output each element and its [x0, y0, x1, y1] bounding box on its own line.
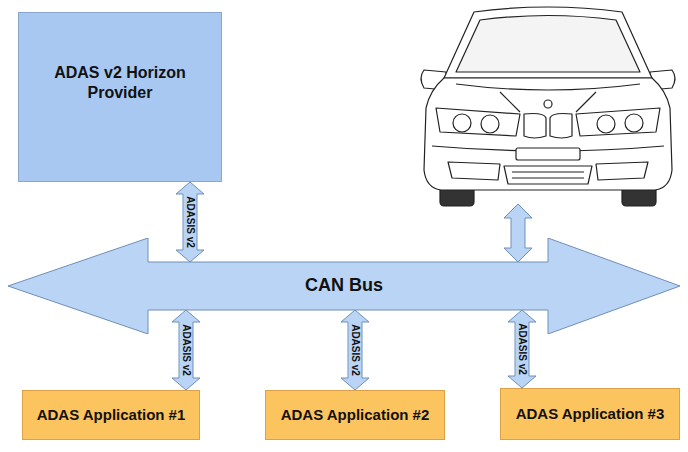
application-box: ADAS Application #3	[500, 388, 680, 440]
box-label: ADAS Application #3	[516, 405, 665, 423]
application-box: ADAS Application #1	[22, 390, 200, 440]
protocol-label: ADASIS v2	[180, 322, 192, 378]
bus-label: CAN Bus	[305, 275, 383, 297]
protocol-label: ADASIS v2	[184, 194, 196, 250]
provider-box: ADAS v2 Horizon Provider	[18, 12, 222, 182]
link-arrow	[176, 182, 204, 262]
link-arrow	[172, 310, 200, 390]
can-bus-arrow: CAN Bus	[8, 238, 680, 334]
application-box: ADAS Application #2	[265, 390, 445, 440]
box-label: ADAS Application #1	[37, 406, 186, 424]
protocol-label: ADASIS v2	[349, 322, 361, 378]
protocol-label: ADASIS v2	[516, 321, 528, 377]
link-arrow	[341, 310, 369, 390]
box-label: ADAS Application #2	[281, 406, 430, 424]
link-arrow	[508, 310, 536, 388]
car-link-arrow	[504, 204, 532, 262]
box-label: ADAS v2 Horizon Provider	[40, 63, 200, 102]
